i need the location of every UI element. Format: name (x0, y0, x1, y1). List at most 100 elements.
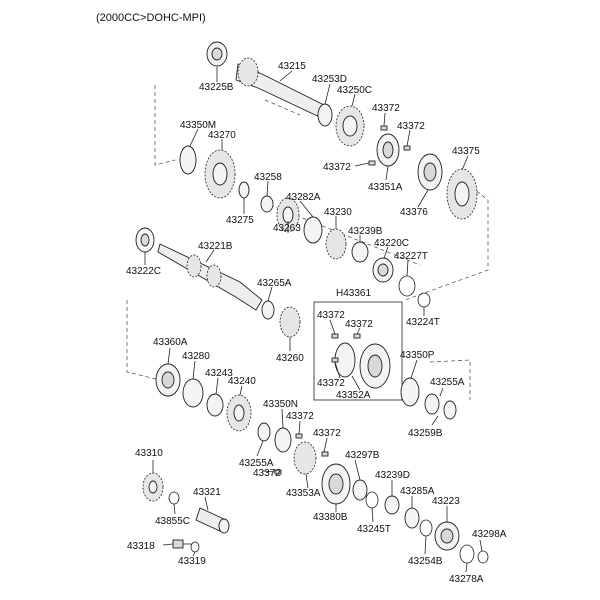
ring-43280 (182, 378, 204, 408)
label-43372-4: 43372 (317, 310, 345, 321)
gear-43263 (276, 197, 300, 233)
gear-43230 (325, 228, 347, 260)
label-43380B: 43380B (313, 512, 348, 523)
label-43255A-2: 43255A (239, 458, 274, 469)
label-43239B: 43239B (348, 226, 383, 237)
label-43297B: 43297B (345, 450, 380, 461)
bearing-43239B (351, 241, 369, 263)
label-H43361: H43361 (336, 288, 371, 299)
label-43270: 43270 (208, 130, 236, 141)
label-43372-3: 43372 (323, 162, 351, 173)
ring-43298A (477, 550, 489, 564)
label-43239D: 43239D (375, 470, 410, 481)
label-43221B: 43221B (198, 241, 233, 252)
ring-43297B (352, 479, 368, 501)
label-43372-6: 43372 (317, 378, 345, 389)
label-43350M: 43350M (180, 120, 216, 131)
label-43250C: 43250C (337, 85, 372, 96)
bearing-43220C (372, 257, 394, 283)
label-43254B: 43254B (408, 556, 443, 567)
label-43220C: 43220C (374, 238, 409, 249)
sleeve-H43361 (359, 343, 391, 389)
bearing-43222C (135, 227, 155, 253)
gear-43260 (279, 306, 301, 338)
label-43259B: 43259B (408, 428, 443, 439)
label-43245T: 43245T (357, 524, 391, 535)
label-43253D: 43253D (312, 74, 347, 85)
label-43278A: 43278A (449, 574, 484, 585)
bearing-43259B (443, 400, 457, 420)
idler-shaft-43321 (195, 507, 230, 534)
label-43310: 43310 (135, 448, 163, 459)
label-43353A: 43353A (286, 488, 321, 499)
synchro-hub-43351A (376, 133, 400, 167)
label-43319: 43319 (178, 556, 206, 567)
bearing-43285A (404, 507, 420, 529)
label-43240: 43240 (228, 376, 256, 387)
label-43222C: 43222C (126, 266, 161, 277)
label-43243: 43243 (205, 368, 233, 379)
label-43230: 43230 (324, 207, 352, 218)
label-43321: 43321 (193, 487, 221, 498)
label-43350N: 43350N (263, 399, 298, 410)
label-43255A-1: 43255A (430, 377, 465, 388)
label-43265A: 43265A (257, 278, 292, 289)
label-43227T: 43227T (394, 251, 428, 262)
gear-43375 (446, 168, 478, 220)
label-43318: 43318 (127, 541, 155, 552)
bearing-43255A-upper (424, 393, 440, 415)
label-43350P: 43350P (400, 350, 435, 361)
label-43280: 43280 (182, 351, 210, 362)
input-shaft-43221B (157, 243, 263, 311)
diagram-title: (2000CC>DOHC-MPI) (96, 12, 206, 24)
label-43855C: 43855C (155, 516, 190, 527)
label-43225B: 43225B (199, 82, 234, 93)
gear-43240 (226, 394, 252, 432)
label-43372-2: 43372 (397, 121, 425, 132)
bearing-43265A (261, 300, 275, 320)
label-43372-9: 43372 (253, 468, 281, 479)
label-43372-1: 43372 (372, 103, 400, 114)
snap-ring-43227T (398, 275, 416, 297)
label-43360A: 43360A (153, 337, 188, 348)
synchronizer-box (313, 301, 403, 401)
label-43282A: 43282A (286, 192, 321, 203)
bearing-43225B (206, 41, 228, 67)
keys-43372-lower (274, 433, 329, 475)
bearing-43223 (434, 521, 460, 551)
washer-43319 (190, 541, 200, 553)
washer-43855C (168, 491, 180, 505)
seal-43350P (400, 377, 420, 407)
label-43372-8: 43372 (313, 428, 341, 439)
label-43375: 43375 (452, 146, 480, 157)
ring-43254B (419, 519, 433, 537)
ring-43245T (365, 491, 379, 509)
ring-43275 (238, 181, 250, 199)
synchro-hub-43353A (293, 441, 317, 475)
bolt-43318 (172, 539, 192, 549)
label-43351A: 43351A (368, 182, 403, 193)
ring-43243 (206, 393, 224, 417)
gear-43250C (335, 105, 365, 147)
label-43258: 43258 (254, 172, 282, 183)
snap-ring-43224T (417, 292, 431, 308)
label-43372-5: 43372 (345, 319, 373, 330)
leader-lines (144, 67, 483, 573)
label-43352A: 43352A (336, 390, 371, 401)
gear-43270 (204, 149, 236, 199)
label-43260: 43260 (276, 353, 304, 364)
ring-43239D (384, 495, 400, 515)
ring-43278A (459, 544, 475, 564)
seal-43350M (179, 145, 197, 175)
label-43285A: 43285A (400, 486, 435, 497)
label-43376: 43376 (400, 207, 428, 218)
label-43215: 43215 (278, 61, 306, 72)
label-43275: 43275 (226, 215, 254, 226)
part-labels: 43225B 43215 43253D 43250C 43372 43372 4… (126, 61, 507, 585)
gear-43282A (303, 216, 323, 244)
label-43263: 43263 (273, 223, 301, 234)
label-43223: 43223 (432, 496, 460, 507)
seal-43360A (155, 363, 181, 397)
